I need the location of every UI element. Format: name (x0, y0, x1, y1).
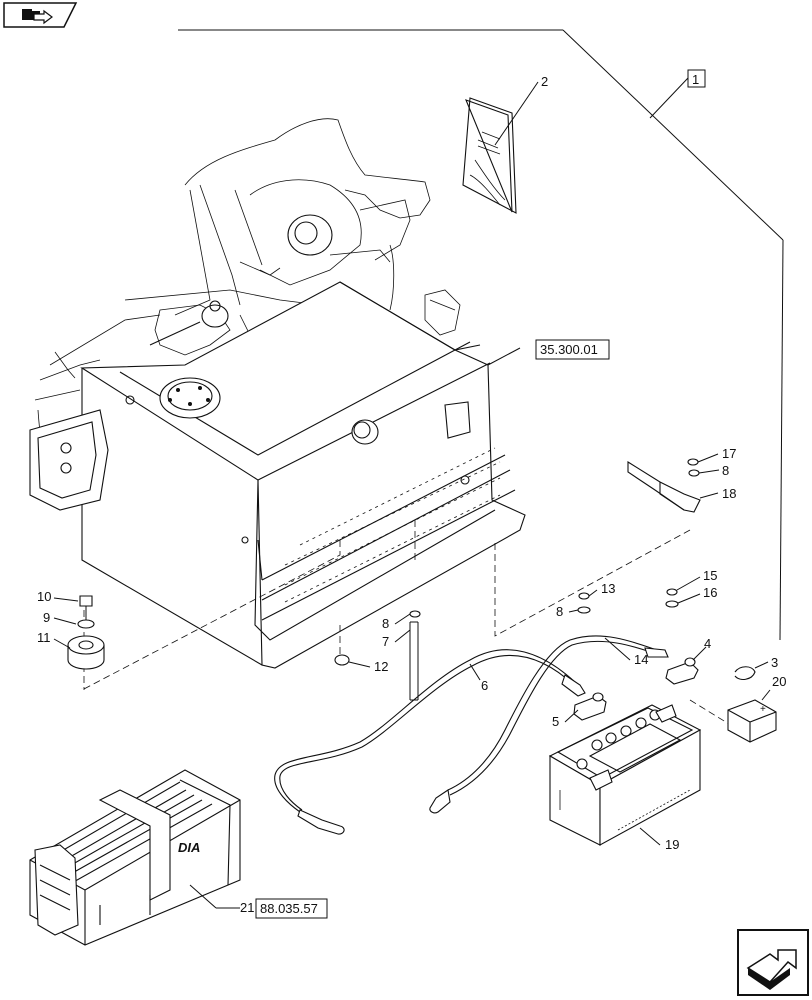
next-page-arrow-icon[interactable] (737, 929, 809, 996)
callout-10: 10 (37, 589, 51, 604)
shipping-crate: DIA (29, 769, 241, 946)
callout-11: 11 (37, 630, 51, 645)
callout-8-bracket: 8 (722, 463, 729, 478)
callout-12: 12 (374, 659, 388, 674)
callout-8-rod: 8 (382, 616, 389, 631)
negative-terminal-clamp (573, 692, 607, 721)
callout-7: 7 (382, 634, 389, 649)
battery (548, 704, 702, 846)
assembly-ref-box: 1 (687, 69, 706, 88)
battery-box (29, 281, 526, 669)
page-back-icon[interactable] (3, 2, 78, 28)
callout-2: 2 (541, 74, 548, 89)
crate-ref-label: 88.035.57 (260, 901, 318, 916)
nut-13 (578, 592, 590, 600)
callout-13: 13 (601, 581, 615, 596)
box-slot-row-1 (284, 447, 501, 603)
washer-16 (665, 600, 679, 608)
callout-6: 6 (481, 678, 488, 693)
callout-3: 3 (771, 655, 778, 670)
callout-4: 4 (704, 636, 711, 651)
callout-20: 20 (772, 674, 786, 689)
operator-manual (462, 97, 517, 214)
battery-cable-14 (429, 635, 669, 814)
callout-9: 9 (43, 610, 50, 625)
crate-ref-box: 88.035.57 (255, 898, 328, 919)
callout-16: 16 (703, 585, 717, 600)
nut-12 (334, 654, 350, 666)
callout-15: 15 (703, 568, 717, 583)
callout-8-mid: 8 (556, 604, 563, 619)
callout-19: 19 (665, 837, 679, 852)
callout-14: 14 (634, 652, 648, 667)
battery-cable-6 (274, 649, 586, 835)
callout-5: 5 (552, 714, 559, 729)
assembly-ref-label: 1 (692, 72, 699, 87)
crate-label: DIA (178, 840, 200, 855)
terminal-cover: + (727, 699, 777, 743)
rubber-isolator (67, 635, 105, 670)
washer-8-bracket (688, 469, 700, 477)
svg-text:+: + (760, 704, 766, 715)
callout-21: 21 (240, 900, 254, 915)
bolt-15 (666, 588, 678, 596)
callout-18: 18 (722, 486, 736, 501)
mount-bolt (77, 595, 95, 629)
positive-terminal-clamp (665, 657, 699, 685)
tank-ref-box: 35.300.01 (535, 339, 610, 360)
bolt-17 (687, 458, 699, 466)
washer-8-mid (577, 606, 591, 614)
threaded-rod (409, 610, 421, 701)
cable-clip (734, 666, 756, 681)
mounting-bracket (627, 461, 701, 513)
callout-17: 17 (722, 446, 736, 461)
tank-ref-label: 35.300.01 (540, 342, 598, 357)
